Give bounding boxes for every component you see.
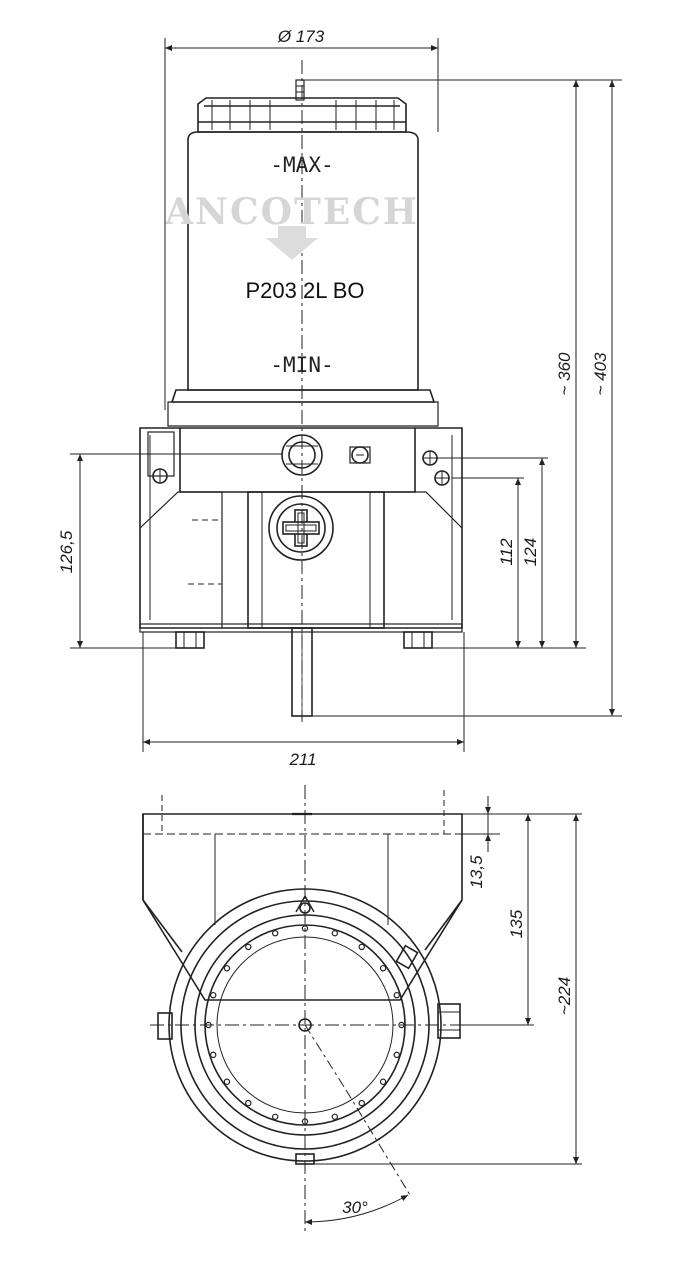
ring-mark <box>358 1099 365 1107</box>
side-view <box>139 60 463 722</box>
dim-angle-30: 30° <box>342 1198 368 1217</box>
ring-mark <box>245 943 252 951</box>
grease-nipple <box>349 446 371 464</box>
left-bolt <box>147 431 175 484</box>
dim-diameter: Ø 173 <box>277 27 325 46</box>
ring-mark <box>301 925 309 932</box>
max-mark: -MAX- <box>270 153 333 177</box>
min-mark: -MIN- <box>270 353 333 377</box>
ring-mark <box>393 1051 400 1059</box>
ring-mark <box>271 930 279 937</box>
pump-housing <box>139 427 463 717</box>
ring-mark <box>379 1078 387 1085</box>
top-view <box>142 790 463 1165</box>
dimension-lines-top <box>304 796 582 1225</box>
ring-mark <box>223 1078 231 1085</box>
ring-mark <box>393 991 400 999</box>
ring-mark <box>331 930 339 937</box>
ring-mark <box>210 991 217 999</box>
dim-height-124: 124 <box>521 538 540 566</box>
ring-marks <box>205 925 405 1125</box>
dim-width-211: 211 <box>288 750 316 769</box>
dim-depth-135: 135 <box>507 909 526 938</box>
ring-mark <box>245 1099 252 1107</box>
ring-mark <box>379 965 387 972</box>
ring-mark <box>210 1051 217 1059</box>
top-centerlines <box>150 785 470 1235</box>
dim-height-360: ~ 360 <box>555 352 574 396</box>
dim-depth-13-5: 13,5 <box>467 855 486 889</box>
dim-height-112: 112 <box>497 538 516 566</box>
reservoir-body <box>167 131 439 427</box>
right-bolts <box>422 450 450 486</box>
dim-depth-224: ~224 <box>555 977 574 1015</box>
ring-mark <box>223 965 231 972</box>
dimension-lines-side <box>70 38 622 752</box>
outlet-cross <box>268 495 334 561</box>
ring-mark <box>358 943 365 951</box>
product-label: P203 2L BO <box>245 278 364 303</box>
ring-mark <box>331 1113 339 1120</box>
dim-height-126-5: 126,5 <box>57 530 76 573</box>
ring-mark <box>271 1113 279 1120</box>
dim-height-403: ~ 403 <box>591 352 610 396</box>
watermark: ANCOTECH <box>164 191 417 260</box>
